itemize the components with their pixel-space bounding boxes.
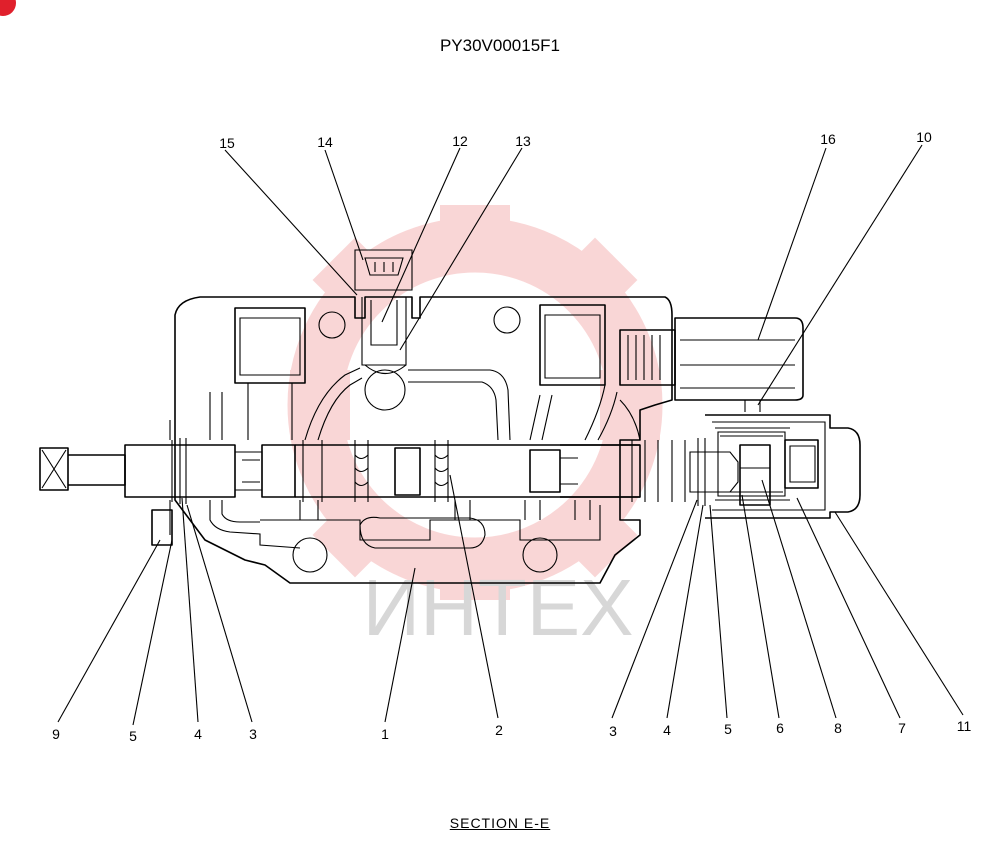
watermark-text: ИНТЕХ bbox=[363, 563, 634, 652]
callout-3-left: 3 bbox=[249, 726, 257, 742]
callout-10: 10 bbox=[916, 129, 932, 145]
callout-11: 11 bbox=[957, 718, 972, 734]
callout-16: 16 bbox=[820, 131, 836, 147]
callout-14: 14 bbox=[317, 134, 333, 150]
callout-2: 2 bbox=[495, 722, 503, 738]
callout-6: 6 bbox=[776, 720, 784, 736]
callout-9: 9 bbox=[52, 726, 60, 742]
callout-7: 7 bbox=[898, 720, 906, 736]
drawing-number: PY30V00015F1 bbox=[439, 36, 561, 55]
callouts-top: 15 14 12 13 16 10 bbox=[219, 129, 932, 151]
solenoid bbox=[619, 317, 804, 412]
spool bbox=[261, 438, 739, 506]
callout-4-right: 4 bbox=[663, 722, 671, 738]
leader-lines bbox=[57, 144, 964, 726]
callout-1: 1 bbox=[381, 726, 389, 742]
spring-cap bbox=[705, 414, 861, 519]
callout-12: 12 bbox=[452, 133, 468, 149]
callout-5-left: 5 bbox=[129, 728, 137, 744]
callout-3-right: 3 bbox=[609, 723, 617, 739]
callout-15: 15 bbox=[219, 135, 235, 151]
watermark bbox=[287, 205, 663, 600]
section-caption-text: SECTION E-E bbox=[449, 815, 551, 831]
callouts-bottom: 9 5 4 3 1 2 3 4 5 6 8 7 11 bbox=[52, 718, 971, 744]
corner-marker bbox=[0, 0, 16, 16]
callout-13: 13 bbox=[515, 133, 531, 149]
valve-body bbox=[174, 249, 673, 584]
callout-5-right: 5 bbox=[724, 721, 732, 737]
section-caption: SECTION E-E bbox=[0, 815, 1000, 831]
callout-4-left: 4 bbox=[194, 726, 202, 742]
callout-8: 8 bbox=[834, 720, 842, 736]
spool-left-end bbox=[39, 420, 263, 546]
